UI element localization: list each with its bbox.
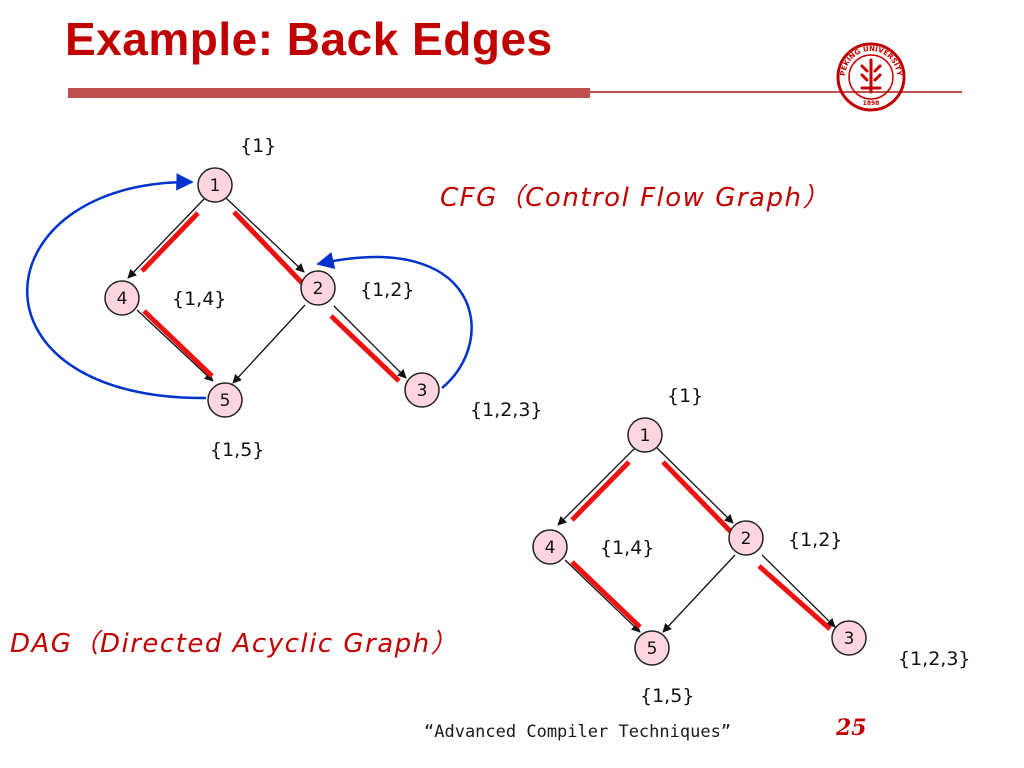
cfg-highlight-1-2 [232, 210, 306, 287]
cfg-caption: CFG（Control Flow Graph） [440, 183, 830, 213]
svg-text:3: 3 [417, 381, 428, 401]
university-logo-icon: PEKING UNIVERSITY 1898 [836, 42, 906, 112]
svg-text:1: 1 [210, 176, 221, 196]
slide-title: Example: Back Edges [65, 13, 553, 65]
cfg-set-2: {1,2} [360, 279, 414, 301]
dag-edge-2-3 [761, 554, 836, 628]
dag-caption: DAG（Directed Acyclic Graph） [10, 629, 458, 659]
dag-set-2: {1,2} [788, 529, 842, 551]
title-underline-thin [590, 91, 962, 93]
cfg-edge-1-2 [225, 197, 305, 273]
dag-highlight-4-5 [570, 560, 642, 629]
dag-node-5: 5 [634, 630, 670, 666]
cfg-set-1: {1} [240, 135, 276, 157]
dag-node-4: 4 [532, 529, 568, 565]
cfg-node-2: 2 [300, 270, 336, 306]
cfg-edge-2-3 [333, 305, 407, 379]
svg-text:4: 4 [545, 538, 556, 558]
dag-highlight-1-4 [570, 460, 631, 522]
cfg-back-edge-5-1 [26, 173, 207, 400]
cfg-edge-1-4 [127, 197, 206, 279]
dag-set-4: {1,4} [600, 537, 654, 559]
svg-text:2: 2 [313, 279, 324, 299]
svg-text:2: 2 [741, 529, 752, 549]
cfg-highlight-4-5 [142, 309, 214, 378]
dag-edge-4-5 [564, 559, 641, 633]
cfg-set-4: {1,4} [172, 288, 226, 310]
svg-text:5: 5 [220, 391, 231, 411]
svg-text:3: 3 [844, 629, 855, 649]
dag-highlight-2-3 [757, 564, 832, 631]
cfg-node-1: 1 [197, 167, 233, 203]
cfg-set-5: {1,5} [210, 439, 264, 461]
dag-edge-1-2 [655, 446, 734, 524]
dag-set-1: {1} [667, 385, 703, 407]
dag-highlight-1-2 [661, 460, 735, 536]
svg-text:1898: 1898 [863, 100, 880, 107]
dag-edge-2-5 [662, 554, 736, 633]
cfg-edge-2-5 [232, 304, 306, 384]
svg-text:5: 5 [647, 639, 658, 659]
title-underline-thick [68, 88, 590, 98]
dag-node-3: 3 [831, 620, 867, 656]
cfg-set-3: {1,2,3} [470, 399, 543, 421]
cfg-edge-4-5 [136, 309, 214, 382]
dag-node-1: 1 [627, 417, 663, 453]
page-number: 25 [836, 715, 867, 741]
dag-edge-1-4 [557, 446, 637, 526]
dag-set-5: {1,5} [640, 685, 694, 707]
cfg-node-5: 5 [207, 382, 243, 418]
svg-text:1: 1 [640, 426, 651, 446]
dag-set-3: {1,2,3} [898, 648, 971, 670]
cfg-node-4: 4 [104, 280, 140, 316]
footer-course-title: “Advanced Compiler Techniques” [424, 722, 732, 742]
cfg-back-edge-3-2 [316, 252, 473, 389]
cfg-highlight-2-3 [329, 314, 401, 383]
cfg-node-3: 3 [404, 372, 440, 408]
svg-text:4: 4 [117, 289, 128, 309]
dag-node-2: 2 [728, 520, 764, 556]
cfg-highlight-1-4 [140, 211, 200, 273]
